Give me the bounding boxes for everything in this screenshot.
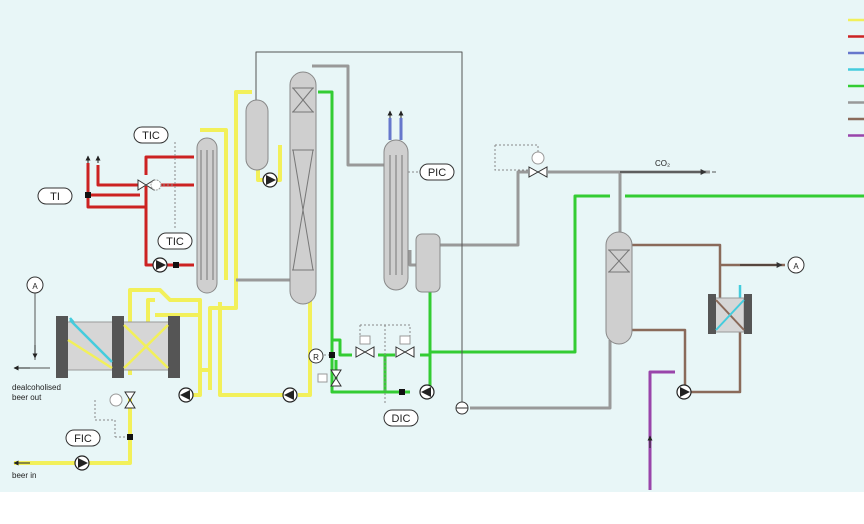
pump-icon: [676, 384, 692, 400]
pump-icon: [262, 172, 278, 188]
pump-icon: [152, 257, 168, 273]
blue-coolant-lines: [388, 118, 403, 140]
dic-label: DIC: [392, 413, 411, 425]
vacuum-pump-icon: [455, 401, 469, 415]
pic-tag: PIC: [419, 163, 455, 181]
dealcoholised-label-line1: dealcoholised: [12, 383, 61, 392]
pump-icon: [282, 387, 298, 403]
fic-tag: FIC: [65, 429, 101, 447]
small-heat-exchanger: [708, 294, 752, 334]
plate-heat-exchanger: [56, 316, 180, 378]
control-valve-icon: [395, 335, 415, 358]
sensor-dots: [85, 192, 405, 440]
ti-tag: TI: [37, 187, 73, 205]
control-valve-icon: [109, 391, 136, 409]
a-left-tag: A: [26, 276, 44, 294]
dic-tag: DIC: [383, 409, 419, 427]
signal-lines: [94, 142, 539, 438]
a-right-label: A: [793, 262, 799, 271]
stripping-column: [289, 71, 317, 305]
separator-vessel: [245, 99, 269, 171]
tic-bottom-label: TIC: [166, 236, 184, 248]
a-right-tag: A: [787, 256, 805, 274]
co2-label: CO₂: [655, 159, 670, 168]
tic-top-tag: TIC: [133, 126, 169, 144]
receiver-vessel: [415, 233, 441, 293]
instrument-tags: TIC TI TIC PIC FIC DIC R A: [26, 126, 805, 447]
pumps: [74, 172, 692, 471]
dealcoholised-label-line2: beer out: [12, 393, 42, 402]
column-internals: [200, 87, 630, 280]
control-valve-icon: [137, 179, 162, 191]
beer-in-label: beer in: [12, 471, 36, 480]
vent-arrows: [13, 110, 783, 466]
stream-labels: CO₂ dealcoholised beer out beer in: [12, 159, 670, 480]
ti-label: TI: [50, 191, 60, 203]
fic-label: FIC: [74, 433, 92, 445]
color-legend: [848, 18, 864, 137]
control-valve-icon: [355, 335, 375, 358]
pic-label: PIC: [428, 167, 446, 179]
purple-line: [648, 370, 675, 490]
co2-scrubber-column: [605, 231, 633, 345]
control-valve-icon: [528, 151, 548, 178]
tic-top-label: TIC: [142, 130, 160, 142]
r-tag: R: [308, 348, 324, 364]
pump-icon: [419, 384, 435, 400]
control-valve-icon: [317, 369, 342, 387]
tic-bottom-tag: TIC: [157, 232, 193, 250]
r-label: R: [313, 353, 319, 362]
pump-icon: [178, 387, 194, 403]
pump-icon: [74, 455, 90, 471]
a-left-label: A: [32, 282, 38, 291]
valves: [109, 151, 548, 409]
